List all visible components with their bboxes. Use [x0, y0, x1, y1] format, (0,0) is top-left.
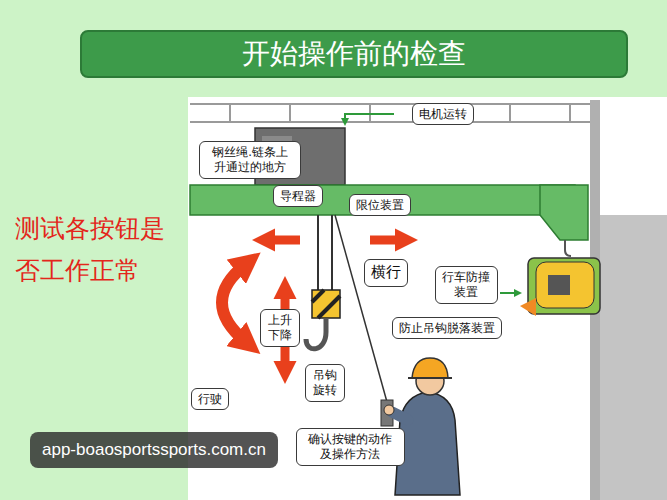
operator-figure: [412, 358, 448, 378]
pendant-cable: [381, 400, 393, 426]
watermark: app-boaosportssports.com.cn: [30, 432, 278, 468]
collision-device: [520, 298, 536, 316]
callout-text: 防止吊钩脱落装置: [399, 321, 495, 336]
callout-box: 确认按键的动作及操作方法: [296, 428, 405, 466]
callout-text: 确认按键的动作及操作方法: [303, 432, 397, 462]
collision-device: [548, 275, 570, 295]
callout-text: 限位装置: [356, 198, 404, 213]
callout-box: 吊钩旋转: [305, 364, 345, 402]
building-frame: [509, 104, 511, 122]
collision-device: [528, 258, 600, 314]
hook-block: [318, 296, 340, 318]
callout-box: 防止吊钩脱落装置: [392, 317, 502, 340]
watermark-text: app-boaosportssports.com.cn: [42, 440, 266, 459]
title-bar: 开始操作前的检查: [80, 30, 628, 78]
building-frame: [569, 104, 571, 122]
operator-figure: [408, 377, 452, 379]
callout-box: 电机运转: [412, 103, 474, 126]
building-frame: [289, 104, 291, 122]
callout-box: 行车防撞装置: [435, 266, 498, 304]
hook-block: [306, 318, 326, 349]
motion-arrows: [370, 236, 404, 245]
callout-text: 行车防撞装置: [442, 270, 490, 300]
callout-text: 电机运转: [419, 107, 467, 122]
callout-box: 上升下降: [260, 309, 300, 347]
callout-box: 横行: [364, 259, 408, 287]
pointer-arrows: [500, 292, 518, 294]
callout-box: 导程器: [273, 185, 323, 208]
hoist-rope: [331, 215, 333, 290]
operator-figure: [392, 412, 408, 420]
callout-text: 上升下降: [267, 313, 292, 343]
building-frame: [190, 103, 600, 105]
instruction-note: 测试各按钮是否工作正常: [15, 208, 175, 292]
hook-block: [306, 290, 340, 349]
callout-box: 行驶: [191, 388, 229, 411]
operator-figure: [384, 405, 394, 415]
callout-text: 吊钩旋转: [312, 368, 337, 398]
hoist-rope: [317, 215, 319, 290]
callout-box: 钢丝绳.链条上升通过的地方: [199, 141, 301, 179]
building-frame: [190, 121, 600, 123]
hoist-rope: [318, 215, 332, 290]
building-column: [590, 100, 667, 500]
motion-arrows: [266, 236, 300, 245]
title-text: 开始操作前的检查: [242, 35, 466, 73]
callout-box: 限位装置: [349, 194, 411, 217]
crane-girder: [540, 185, 588, 240]
crane-girder: [565, 240, 571, 256]
building-column: [600, 215, 667, 500]
note-text: 测试各按钮是否工作正常: [15, 214, 165, 285]
collision-device: [520, 258, 600, 316]
collision-device: [536, 262, 594, 308]
crane-girder: [190, 185, 588, 256]
callout-text: 横行: [371, 263, 401, 283]
building-frame: [190, 104, 600, 122]
operator-figure: [384, 358, 460, 495]
crane-girder: [190, 185, 575, 215]
motion-arrows: [222, 264, 246, 342]
callout-text: 行驶: [198, 392, 222, 407]
hook-block: [312, 290, 324, 302]
hook-block: [312, 290, 340, 318]
pointer-arrows: [345, 114, 394, 122]
callout-text: 导程器: [280, 189, 316, 204]
building-frame: [229, 104, 231, 122]
callout-text: 钢丝绳.链条上升通过的地方: [206, 145, 293, 175]
